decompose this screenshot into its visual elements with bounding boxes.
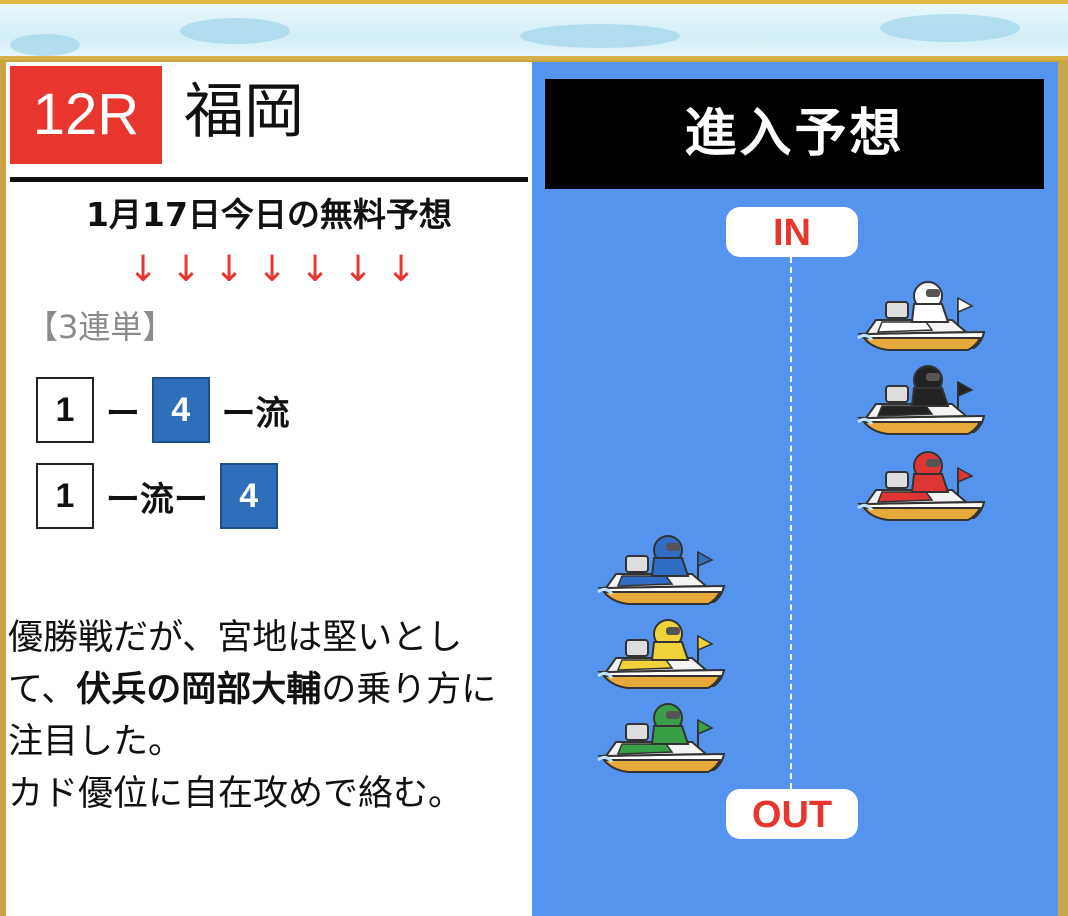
race-number-badge: 12R [10, 66, 162, 164]
entry-prediction-title: 進入予想 [545, 79, 1044, 189]
bet-type-label: 【3連単】 [26, 308, 175, 346]
course-line [790, 257, 792, 789]
down-arrow-icon: ↓ [257, 249, 288, 290]
down-arrow-icon: ↓ [214, 249, 245, 290]
boat-1-icon [856, 276, 986, 356]
out-label: OUT [726, 789, 858, 839]
pick-row: 1 ー流ー 4 [36, 461, 278, 531]
pick-middle: ー流ー [94, 479, 220, 520]
pick-first-box: 1 [36, 463, 94, 529]
comment-text: の乗り方に注目した。 [8, 670, 497, 762]
pick-first-box: 1 [36, 377, 94, 443]
down-arrow-icon: ↓ [343, 249, 374, 290]
frame-edge [1058, 62, 1068, 916]
comment-highlight: 伏兵の岡部大輔 [76, 670, 322, 710]
comment-text: カド優位に自在攻めで絡む。 [8, 774, 464, 814]
venue-name: 福岡 [184, 77, 304, 147]
divider [10, 177, 528, 182]
down-arrow-icon: ↓ [386, 249, 417, 290]
forecast-comment: 優勝戦だが、宮地は堅いとして、伏兵の岡部大輔の乗り方に注目した。 カド優位に自在… [8, 612, 528, 820]
down-arrows: ↓ ↓ ↓ ↓ ↓ ↓ ↓ [128, 244, 417, 296]
pick-second-box: 4 [151, 377, 210, 443]
pick-tail: ー流 [209, 393, 290, 434]
boat-4-icon [596, 530, 726, 610]
pick-separator: ー [94, 393, 152, 434]
comment-text: 優勝戦だが、宮地は堅いとして、 [8, 618, 463, 710]
down-arrow-icon: ↓ [171, 249, 202, 290]
down-arrow-icon: ↓ [128, 249, 159, 290]
in-label: IN [726, 207, 858, 257]
entry-prediction-panel [532, 62, 1058, 916]
down-arrow-icon: ↓ [300, 249, 331, 290]
header-banner [0, 0, 1068, 60]
pick-row: 1 ー 4 ー流 [36, 375, 290, 445]
forecast-title: 1月17日今日の無料予想 [86, 195, 452, 234]
boat-6-icon [596, 698, 726, 778]
boat-2-icon [856, 360, 986, 440]
boat-3-icon [856, 446, 986, 526]
pick-third-box: 4 [219, 463, 278, 529]
boat-5-icon [596, 614, 726, 694]
